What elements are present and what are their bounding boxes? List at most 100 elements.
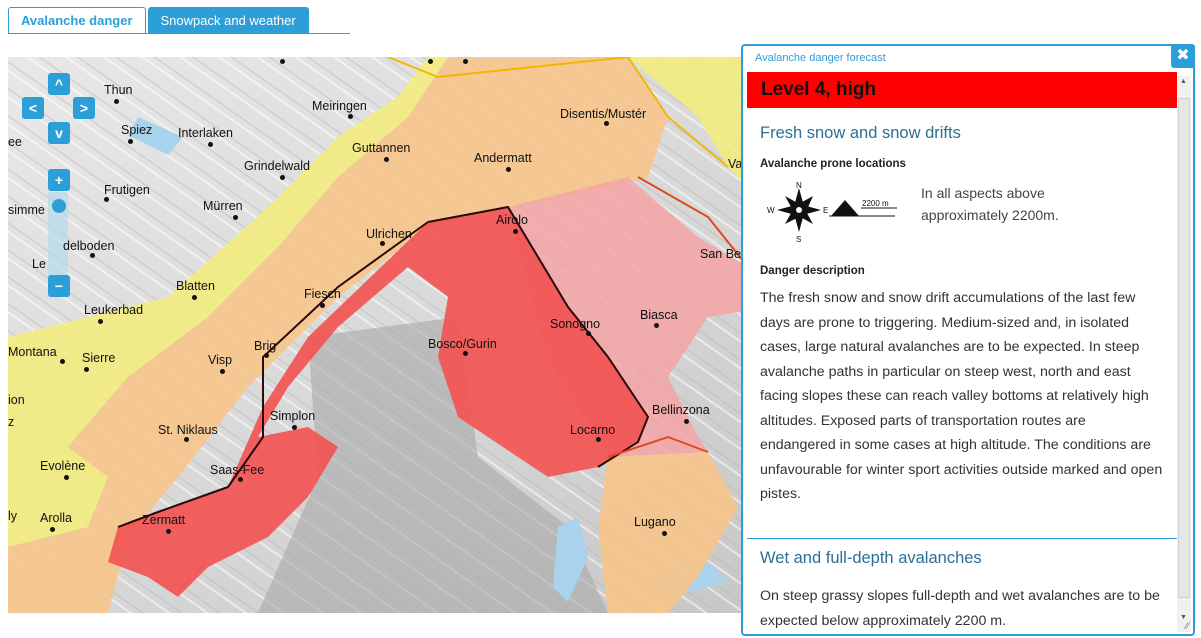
town-dot <box>292 425 297 430</box>
town-dot <box>64 475 69 480</box>
town-dot <box>380 241 385 246</box>
town-dot <box>463 351 468 356</box>
zoom-out-button[interactable]: − <box>48 275 70 297</box>
town-dot <box>104 197 109 202</box>
resize-grip-icon[interactable]: ∕∕ <box>1185 621 1189 632</box>
town-disentis: Disentis/Mustér <box>560 107 647 121</box>
danger-description-text: The fresh snow and snow drift accumulati… <box>760 290 1163 502</box>
town-adelboden: delboden <box>63 239 115 253</box>
town-andermatt: Andermatt <box>474 151 532 165</box>
zoom-slider-knob[interactable] <box>52 199 66 213</box>
aspect-text: In all aspects above approximately 2200m… <box>921 185 1059 223</box>
town-dot <box>90 253 95 258</box>
town-dot <box>280 59 285 64</box>
rose-e: E <box>823 206 828 215</box>
town-arolla: Arolla <box>40 511 72 525</box>
town-sonogno: Sonogno <box>550 317 601 331</box>
town-visp: Visp <box>208 353 233 367</box>
town-dot <box>280 175 285 180</box>
town-dot <box>166 529 171 534</box>
town-dot <box>84 367 89 372</box>
town-dot <box>463 59 468 64</box>
town-ion: ion <box>8 393 25 407</box>
scroll-down-icon[interactable]: ▼ <box>1180 614 1187 621</box>
town-st-niklaus: St. Niklaus <box>158 423 218 437</box>
rose-s: S <box>796 235 801 244</box>
terrain-shadow-south <box>258 317 608 613</box>
town-dot <box>506 167 511 172</box>
town-dot <box>320 303 325 308</box>
arrow-right-icon: > <box>79 100 89 116</box>
town-dot <box>220 369 225 374</box>
town-dot <box>604 121 609 126</box>
town-dot <box>114 99 119 104</box>
town-dot <box>684 419 689 424</box>
town-dot <box>264 353 269 358</box>
town-evolene: Evolène <box>40 459 86 473</box>
tab-snowpack-weather[interactable]: Snowpack and weather <box>147 7 309 34</box>
town-airolo: Airolo <box>496 213 528 227</box>
town-meiringen: Meiringen <box>312 99 367 113</box>
town-le: Le <box>32 257 46 271</box>
panel-scrollbar[interactable]: ▲ ▼ <box>1177 76 1191 632</box>
danger-level2-west <box>8 57 448 477</box>
wet-avalanches-text: On steep grassy slopes full-depth and we… <box>760 588 1160 629</box>
town-dot <box>238 477 243 482</box>
town-frutigen: Frutigen <box>104 183 150 197</box>
section-heading-fresh-snow: Fresh snow and snow drifts <box>760 124 961 142</box>
town-dot <box>428 59 433 64</box>
tab-avalanche-danger[interactable]: Avalanche danger <box>8 7 146 34</box>
danger-level2-sw <box>8 447 108 547</box>
town-va: Va <box>728 157 743 171</box>
pan-down-button[interactable]: v <box>48 122 70 144</box>
town-sierre: Sierre <box>82 351 116 365</box>
arrow-up-icon: ^ <box>54 76 64 92</box>
town-dot <box>184 437 189 442</box>
arrow-down-icon: v <box>55 125 63 141</box>
pan-left-button[interactable]: < <box>22 97 44 119</box>
town-simme: simme <box>8 203 45 217</box>
town-blatten: Blatten <box>176 279 215 293</box>
town-murren: Mürren <box>203 199 243 213</box>
town-fiesch: Fiesch <box>304 287 341 301</box>
section-divider <box>747 538 1177 539</box>
level4-border-east <box>427 205 650 468</box>
town-dot <box>60 359 65 364</box>
pan-right-button[interactable]: > <box>73 97 95 119</box>
town-dot <box>384 157 389 162</box>
level2-border <box>387 57 729 168</box>
town-dot <box>348 114 353 119</box>
town-locarno: Locarno <box>570 423 616 437</box>
town-dot <box>586 331 591 336</box>
danger-level4-red <box>108 207 648 597</box>
town-ly: ly <box>8 509 18 523</box>
town-dot <box>192 295 197 300</box>
town-dot <box>98 319 103 324</box>
pan-up-button[interactable]: ^ <box>48 73 70 95</box>
town-montana: Montana <box>8 345 57 359</box>
tab-underline <box>8 33 350 34</box>
level4-border-west <box>117 221 429 528</box>
level3-border-east <box>637 176 749 268</box>
zoom-slider-track[interactable] <box>48 192 68 280</box>
scrollbar-thumb[interactable] <box>1178 98 1190 598</box>
town-zermatt: Zermatt <box>142 513 186 527</box>
close-button[interactable]: ✖ <box>1171 44 1195 68</box>
rose-n: N <box>796 181 802 190</box>
town-dot <box>596 437 601 442</box>
town-grindelwald: Grindelwald <box>244 159 311 173</box>
arrow-left-icon: < <box>28 100 38 116</box>
town-bosco-gurin: Bosco/Gurin <box>428 337 497 351</box>
town-spiez: Spiez <box>121 123 153 137</box>
town-bellinzona: Bellinzona <box>652 403 710 417</box>
close-icon: ✖ <box>1176 47 1190 64</box>
danger-level-text: Level 4, high <box>761 79 877 100</box>
prone-locations-label: Avalanche prone locations <box>760 158 906 170</box>
town-dot <box>128 139 133 144</box>
town-simplon: Simplon <box>270 409 316 423</box>
town-interlaken: Interlaken <box>178 126 233 140</box>
town-dot <box>513 229 518 234</box>
zoom-in-button[interactable]: + <box>48 169 70 191</box>
scroll-up-icon[interactable]: ▲ <box>1180 78 1187 85</box>
danger-level3-west <box>8 57 668 613</box>
